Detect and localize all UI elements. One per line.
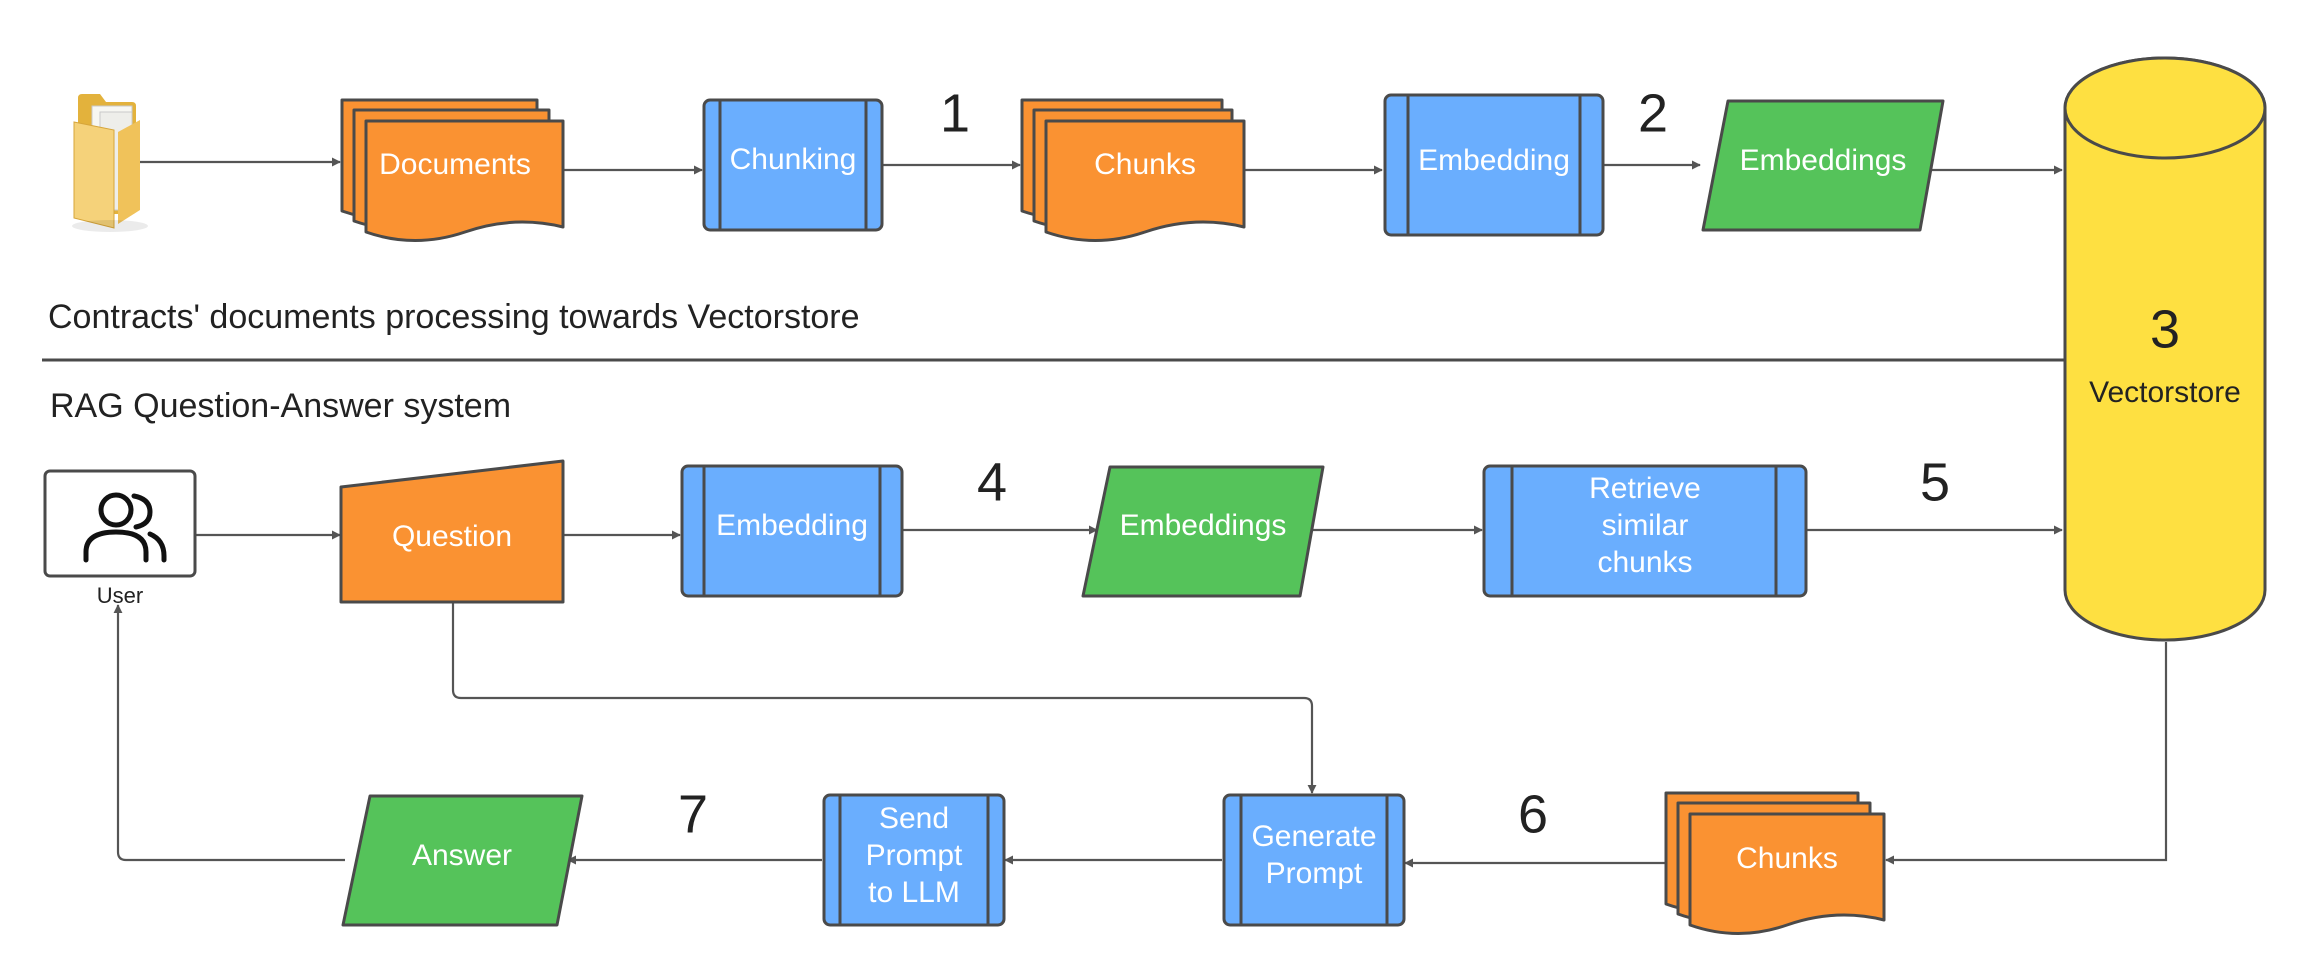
- step-number-4: 4: [977, 452, 1007, 512]
- send-label-line3: to LLM: [868, 876, 960, 909]
- vectorstore-label: Vectorstore: [2089, 376, 2241, 409]
- step-number-6: 6: [1518, 784, 1548, 844]
- vectorstore-node: 3 Vectorstore: [2063, 56, 2267, 642]
- users-icon: [83, 492, 167, 563]
- generate-label-line2: Prompt: [1266, 857, 1363, 890]
- ingestion-section-label: Contracts' documents processing towards …: [48, 298, 860, 336]
- generate-label-line1: Generate: [1251, 820, 1376, 853]
- answer-label: Answer: [412, 839, 512, 872]
- step-number-5: 5: [1920, 452, 1950, 512]
- question-node: Question: [339, 459, 565, 604]
- send-label-line1: Send: [879, 802, 949, 835]
- embeddings-bottom-label: Embeddings: [1120, 509, 1287, 542]
- edge-vectorstore-to-chunks: [1885, 642, 2168, 865]
- rag-section-label: RAG Question-Answer system: [50, 387, 511, 425]
- user-node: User: [43, 469, 197, 608]
- embedding-top-node: Embedding: [1383, 93, 1605, 237]
- question-label: Question: [392, 520, 512, 553]
- documents-label: Documents: [379, 148, 531, 181]
- generate-node: Generate Prompt: [1222, 793, 1406, 927]
- retrieve-label-line3: chunks: [1597, 546, 1692, 579]
- edges: [113, 157, 2168, 868]
- embeddings-top-label: Embeddings: [1740, 144, 1907, 177]
- retrieve-label-line1: Retrieve: [1589, 472, 1701, 505]
- chunks-top-node: Chunks: [1020, 98, 1246, 242]
- step-number-7: 7: [678, 784, 708, 844]
- retrieve-node: Retrieve similar chunks: [1482, 464, 1808, 598]
- send-node: Send Prompt to LLM: [822, 793, 1006, 927]
- edge-answer-to-user: [113, 604, 345, 862]
- embedding-bottom-node: Embedding: [680, 464, 904, 598]
- edge-question-to-generate: [451, 602, 1317, 794]
- step-number-2: 2: [1638, 83, 1668, 143]
- send-label-line2: Prompt: [866, 839, 963, 872]
- step-number-1: 1: [940, 83, 970, 143]
- chunks-top-label: Chunks: [1094, 148, 1196, 181]
- folder-icon: [72, 94, 148, 232]
- answer-node: Answer: [341, 794, 584, 927]
- chunking-label: Chunking: [730, 143, 857, 176]
- embeddings-bottom-node: Embeddings: [1081, 465, 1325, 598]
- embedding-bottom-label: Embedding: [716, 509, 868, 542]
- chunking-node: Chunking: [702, 98, 884, 232]
- vectorstore-step-number: 3: [2150, 299, 2180, 359]
- embedding-top-label: Embedding: [1418, 144, 1570, 177]
- chunks-bottom-node: Chunks: [1664, 791, 1886, 935]
- chunks-bottom-label: Chunks: [1736, 842, 1838, 875]
- embeddings-top-node: Embeddings: [1701, 99, 1945, 232]
- documents-node: Documents: [340, 98, 565, 242]
- user-label: User: [97, 583, 143, 608]
- retrieve-label-line2: similar: [1602, 509, 1689, 542]
